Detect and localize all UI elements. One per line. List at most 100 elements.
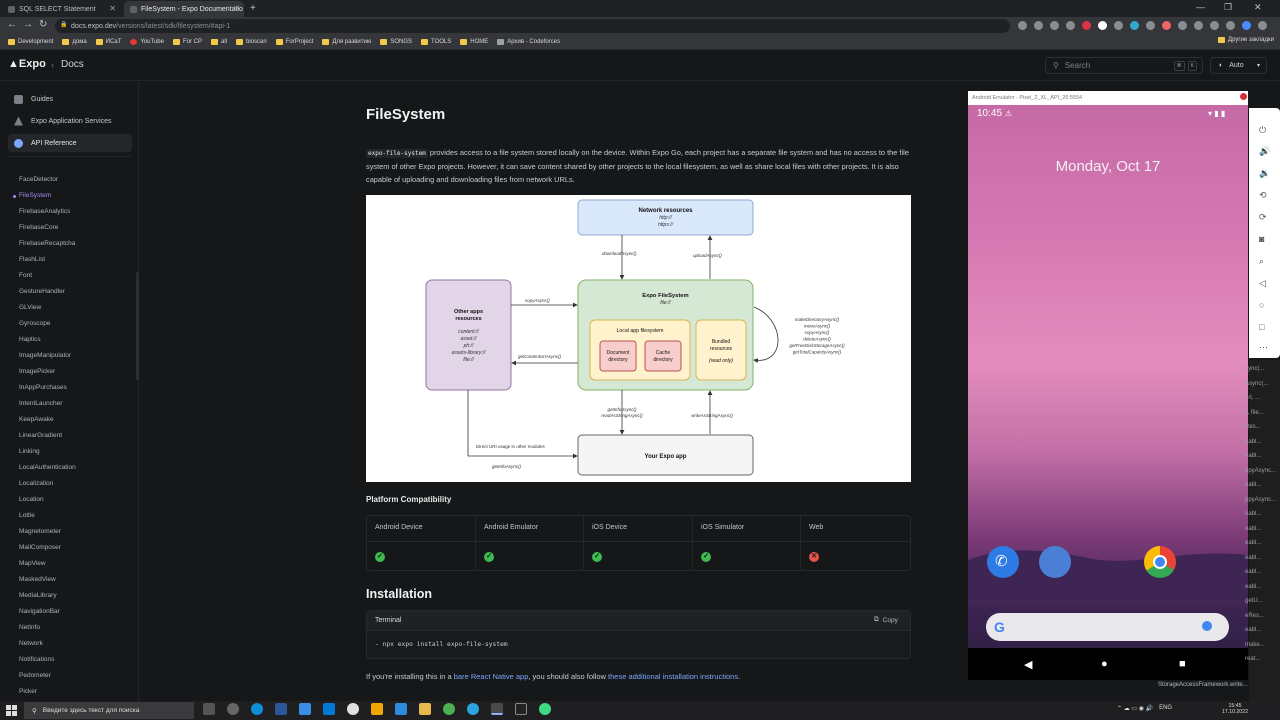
camera-icon[interactable]: ◙ — [1259, 234, 1265, 244]
bookmark-item[interactable]: ИСаТ — [95, 38, 121, 45]
minimize-button[interactable]: — — [1196, 2, 1205, 12]
maximize-button[interactable]: ❐ — [1224, 2, 1233, 12]
google-icon[interactable] — [1018, 21, 1027, 30]
sidebar-item[interactable]: ImagePicker — [19, 368, 56, 375]
sidebar-item[interactable]: LocalAuthentication — [19, 464, 76, 471]
sidebar-item[interactable]: Font — [19, 272, 33, 279]
phone-app-icon[interactable] — [987, 546, 1019, 578]
rotate-left-icon[interactable]: ⟲ — [1259, 190, 1267, 200]
share-icon[interactable] — [1034, 21, 1043, 30]
sidebar-item[interactable]: KeepAwake — [19, 416, 54, 423]
overview-icon[interactable]: □ — [1259, 322, 1265, 332]
sidebar-item[interactable]: FirebaseAnalytics — [19, 208, 71, 215]
android-studio-icon[interactable] — [539, 703, 551, 715]
search-input[interactable]: ⚲Search ⌘K — [1045, 57, 1203, 74]
sidebar-item[interactable]: FirebaseCore — [19, 224, 59, 231]
expo-logo[interactable]: ▲Expo — [8, 58, 46, 70]
home-icon[interactable]: ○ — [1259, 300, 1265, 310]
more-icon[interactable]: ⋯ — [1259, 342, 1268, 352]
vscode-icon[interactable] — [395, 703, 407, 715]
back-button[interactable]: ← — [7, 19, 17, 30]
chrome-active-icon[interactable] — [491, 703, 503, 715]
maps-icon[interactable] — [227, 703, 239, 715]
volume-up-icon[interactable]: 🔊 — [1259, 146, 1271, 156]
sidebar-item[interactable]: FirebaseRecaptcha — [19, 240, 76, 247]
sidebar-item[interactable]: MailComposer — [19, 544, 61, 551]
sidebar-item[interactable]: GestureHandler — [19, 288, 65, 295]
sidebar-eas[interactable]: Expo Application Services — [8, 112, 132, 130]
bookmark-item[interactable]: For CP — [172, 38, 202, 45]
emulator-close-button[interactable] — [1240, 93, 1247, 100]
sidebar-item[interactable]: LinearGradient — [19, 432, 62, 439]
profile-avatar[interactable] — [1242, 21, 1251, 30]
sidebar-api-reference[interactable]: API Reference — [8, 134, 132, 152]
recents-nav-icon[interactable]: ■ — [1179, 658, 1186, 670]
sidebar-item[interactable]: NetInfo — [19, 624, 40, 631]
extension-icon[interactable] — [1082, 21, 1091, 30]
star-icon[interactable] — [1050, 21, 1059, 30]
sidebar-guides[interactable]: Guides — [8, 90, 132, 108]
theme-select[interactable]: ◐Auto▾ — [1210, 57, 1267, 74]
bookmark-item[interactable]: SONGS — [380, 38, 412, 45]
store-icon[interactable] — [323, 703, 335, 715]
sidebar-item[interactable]: MaskedView — [19, 576, 56, 583]
sidebar-item[interactable]: Magnetometer — [19, 528, 61, 535]
sidebar-item[interactable]: MapView — [19, 560, 46, 567]
assistant-icon[interactable] — [1202, 621, 1212, 631]
sidebar-item[interactable]: Picker — [19, 688, 38, 695]
rotate-right-icon[interactable]: ⟳ — [1259, 212, 1267, 222]
sidebar-item[interactable]: FileSystem — [19, 192, 52, 199]
volume-down-icon[interactable]: 🔉 — [1259, 168, 1271, 178]
extension-icon[interactable] — [1114, 21, 1123, 30]
sidebar-item[interactable]: InAppPurchases — [19, 384, 67, 391]
sidebar-item[interactable]: FaceDetector — [19, 176, 59, 183]
sidebar-item[interactable]: Location — [19, 496, 44, 503]
google-search-bar[interactable] — [986, 613, 1229, 641]
bookmark-item[interactable]: ForProject — [275, 38, 313, 45]
power-icon[interactable]: ⏻ — [1259, 125, 1267, 135]
sidebar-item[interactable]: Notifications — [19, 656, 55, 663]
bookmark-item[interactable]: дома — [62, 38, 87, 45]
bookmark-item[interactable]: Development — [8, 38, 53, 45]
extension-icon[interactable] — [1146, 21, 1155, 30]
bookmark-item[interactable]: Для развитию — [322, 38, 371, 45]
sidebar-item[interactable]: GLView — [19, 304, 42, 311]
sidebar-item[interactable]: MediaLibrary — [19, 592, 57, 599]
sidebar-item[interactable]: NavigationBar — [19, 608, 60, 615]
sidebar-item[interactable]: Pedometer — [19, 672, 51, 679]
explorer-icon[interactable] — [419, 703, 431, 715]
photoshop-icon[interactable] — [275, 703, 287, 715]
bookmark-item[interactable]: HOME — [460, 38, 488, 45]
back-nav-icon[interactable]: ◀ — [1024, 659, 1033, 671]
sidebar-item[interactable]: Haptics — [19, 336, 41, 343]
extensions-puzzle-icon[interactable] — [1210, 21, 1219, 30]
home-nav-icon[interactable]: ● — [1101, 658, 1108, 670]
windows-start-icon[interactable] — [6, 705, 17, 716]
extension-icon[interactable] — [1194, 21, 1203, 30]
extension-icon[interactable] — [1130, 21, 1139, 30]
terminal-icon[interactable] — [515, 703, 527, 715]
telegram-icon[interactable] — [467, 703, 479, 715]
bookmark-item[interactable]: all — [210, 38, 227, 45]
messages-app-icon[interactable] — [1039, 546, 1071, 578]
taskbar-search[interactable]: ⚲Введите здесь текст для поиска — [24, 702, 194, 719]
close-icon[interactable]: ✕ — [233, 4, 240, 13]
reload-button[interactable]: ↻ — [39, 19, 48, 30]
task-view-icon[interactable] — [203, 703, 215, 715]
new-tab-button[interactable]: + — [250, 3, 256, 14]
back-icon[interactable]: ◁ — [1259, 278, 1266, 288]
bare-rn-link[interactable]: bare React Native app — [453, 672, 529, 681]
language-indicator[interactable]: ENG — [1159, 705, 1173, 711]
sublime-icon[interactable] — [371, 703, 383, 715]
sidebar-item[interactable]: Gyroscope — [19, 320, 51, 327]
bookmark-item[interactable]: Архив - Codeforces — [497, 38, 560, 45]
bookmark-item[interactable]: bioscan — [236, 38, 267, 45]
sidebar-scrollbar[interactable] — [136, 272, 139, 380]
sidebar-item[interactable]: FlashList — [19, 256, 46, 263]
extension-icon[interactable] — [1178, 21, 1187, 30]
breadcrumb-docs[interactable]: Docs — [61, 59, 84, 70]
sidebar-item[interactable]: ImageManipulator — [19, 352, 72, 359]
copy-button[interactable]: ⧉Copy — [874, 616, 898, 624]
sidebar-item[interactable]: Linking — [19, 448, 40, 455]
